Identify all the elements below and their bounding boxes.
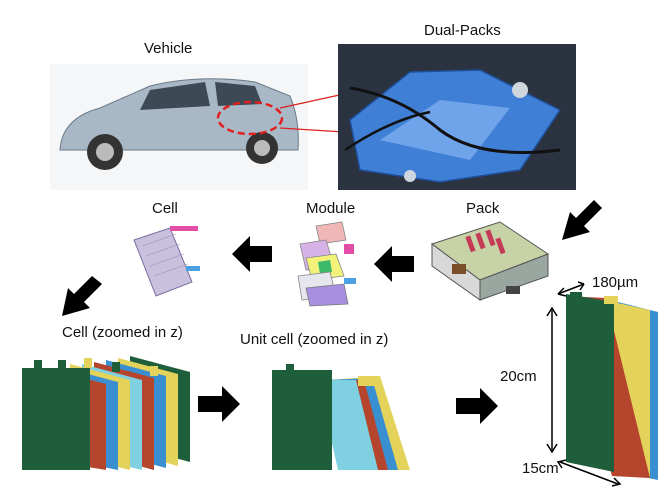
height-label: 20cm: [500, 368, 537, 385]
width-label: 15cm: [522, 460, 559, 477]
pack-image: [430, 221, 550, 301]
pack-label: Pack: [466, 200, 500, 217]
dual-packs-label: Dual-Packs: [424, 22, 501, 39]
zoom-connector-lines: [279, 93, 345, 133]
arrow-to-full-cell: [456, 388, 498, 424]
arrow-module-to-cell: [232, 236, 272, 272]
battery-pack-chassis-image: [338, 44, 576, 190]
dimension-arrows: [546, 281, 622, 487]
cell-label: Cell: [152, 200, 178, 217]
arrow-pack-to-module: [374, 246, 414, 282]
cell-zoomed-stack: [22, 356, 190, 470]
full-cell-image: [566, 292, 658, 480]
vehicle-label: Vehicle: [144, 40, 193, 57]
arrow-to-cell-zoomed: [62, 276, 102, 316]
car-image: [50, 64, 308, 190]
cell-zoomed-label: Cell (zoomed in z): [62, 324, 183, 341]
arrow-to-unit-cell: [198, 386, 240, 422]
arrow-to-pack: [562, 200, 602, 240]
thickness-label: 180µm: [592, 274, 639, 291]
module-label: Module: [306, 200, 356, 217]
module-image: [297, 221, 356, 307]
unit-cell-zoomed-label: Unit cell (zoomed in z): [240, 331, 389, 348]
cell-image: [133, 226, 200, 297]
unit-cell-image: [272, 364, 410, 470]
